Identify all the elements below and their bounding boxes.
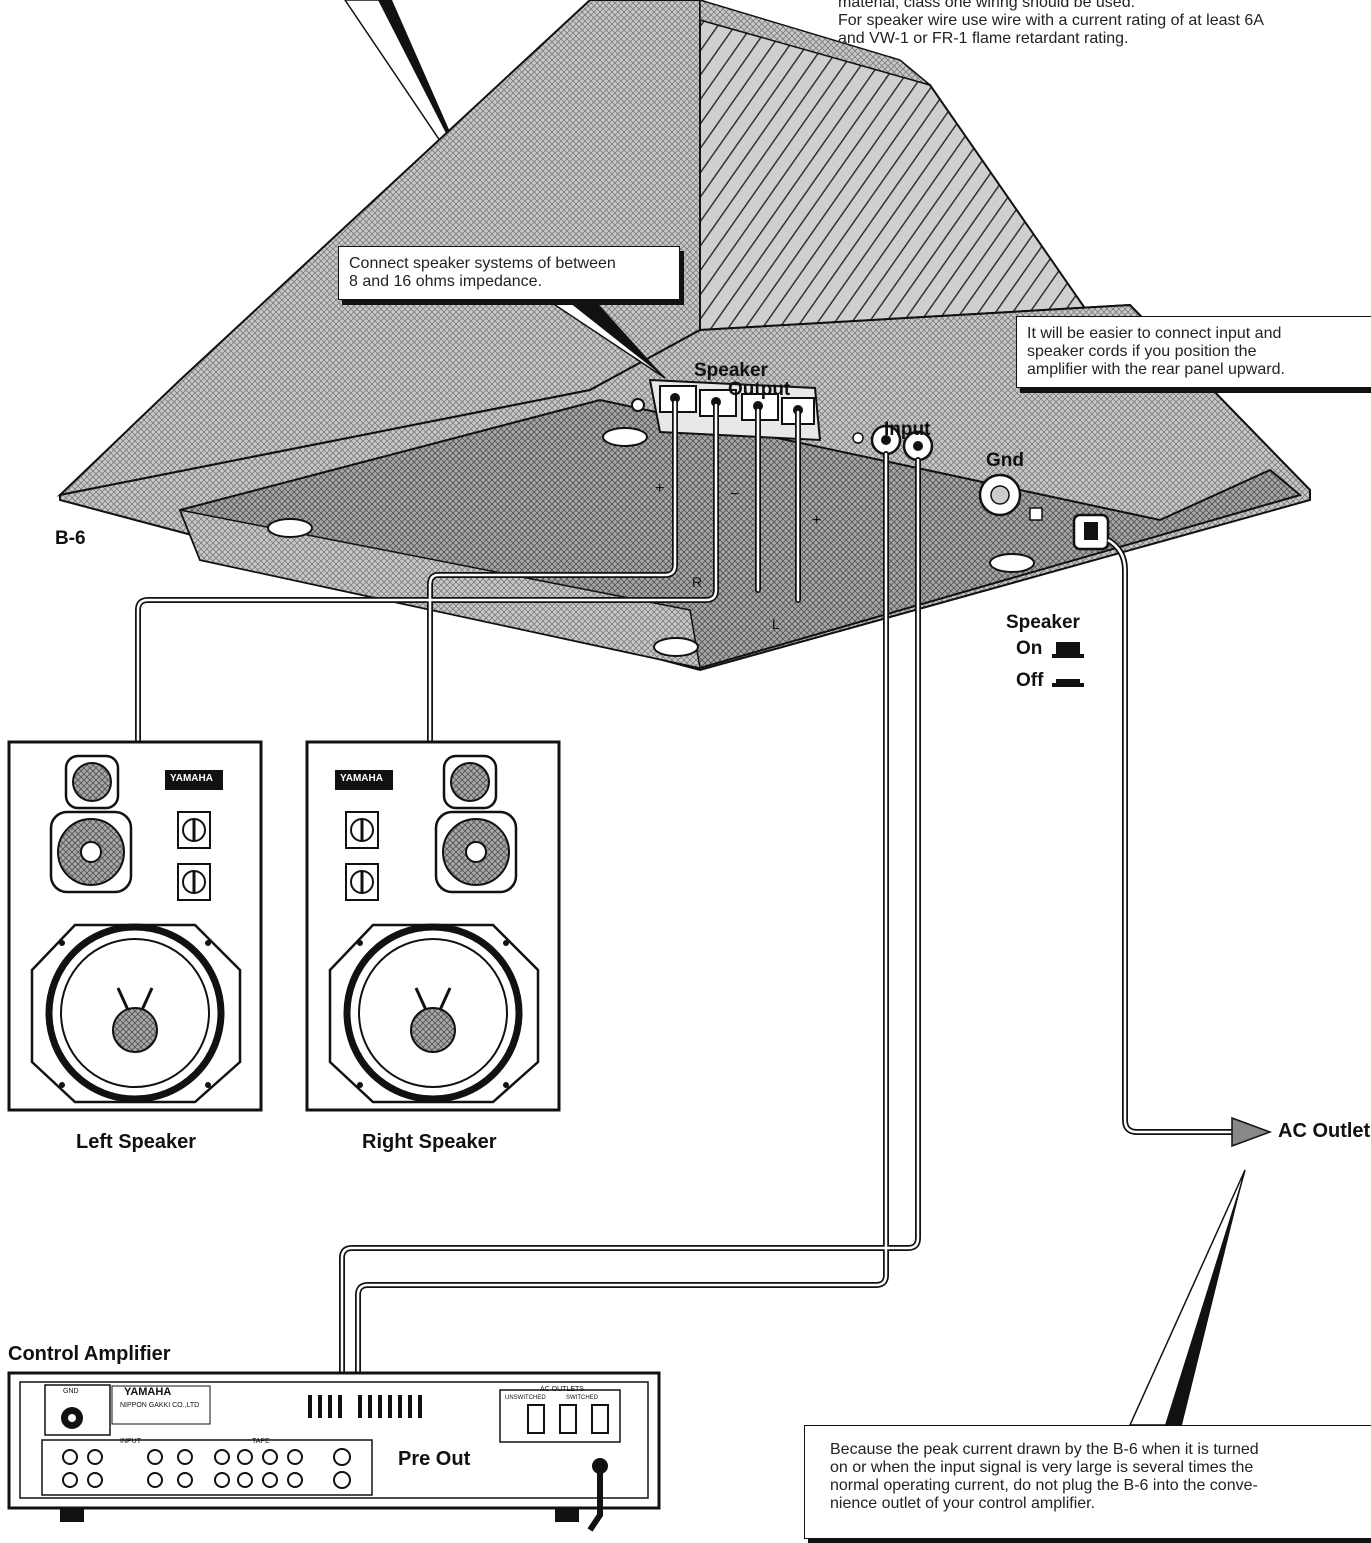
peak-current-callout: Because the peak current drawn by the B-… [804, 1425, 1371, 1539]
speaker-cables-inner [136, 400, 800, 742]
position-callout: It will be easier to connect input and s… [1016, 316, 1371, 388]
ac-cord [1106, 537, 1273, 1148]
control-amp-gnd: GND [63, 1388, 79, 1395]
peak-current-pointer [1128, 1169, 1246, 1426]
left-speaker-caption: Left Speaker [76, 1131, 197, 1153]
position-callout-line-3: amplifier with the rear panel upward. [1027, 361, 1285, 378]
speaker-output-label-1: Speaker [694, 360, 768, 381]
pre-out-label: Pre Out [398, 1448, 471, 1470]
top-note-line-2: For speaker wire use wire with a current… [838, 12, 1264, 29]
position-callout-line-1: It will be easier to connect input and [1027, 325, 1282, 342]
speaker-switch-on: On [1016, 638, 1043, 659]
control-amp-switched: SWITCHED [566, 1395, 598, 1401]
control-amp-ac-outlets: AC OUTLETS [540, 1386, 584, 1393]
ac-outlet-label: AC Outlet [1278, 1120, 1371, 1142]
control-amp-title: Control Amplifier [8, 1343, 171, 1365]
control-amp-input: INPUT [120, 1438, 141, 1445]
plus-label-r: + [655, 480, 665, 497]
speaker-switch-off: Off [1016, 670, 1044, 691]
impedance-callout-line-1: Connect speaker systems of between [349, 255, 616, 272]
control-amp-tape: TAPE [252, 1438, 270, 1445]
impedance-callout-line-2: 8 and 16 ohms impedance. [349, 273, 543, 290]
speaker-output-terminals [631, 378, 822, 442]
right-speaker-caption: Right Speaker [362, 1131, 497, 1153]
channel-l-label: L [772, 616, 780, 632]
model-label: B-6 [55, 528, 86, 549]
right-speaker [305, 740, 561, 1112]
control-amp-unswitched: UNSWITCHED [505, 1395, 546, 1401]
right-speaker-brand: YAMAHA [340, 773, 383, 784]
peak-current-line-3: normal operating current, do not plug th… [830, 1477, 1258, 1494]
gnd-label: Gnd [986, 450, 1024, 471]
control-amplifier [7, 1371, 661, 1532]
minus-label: − [730, 486, 740, 503]
top-note-line-3: and VW-1 or FR-1 flame retardant rating. [838, 30, 1129, 47]
left-speaker [7, 740, 263, 1112]
peak-current-line-4: nience outlet of your control amplifier. [830, 1495, 1096, 1512]
speaker-switch-icons [1052, 642, 1084, 687]
input-label: Input [884, 419, 931, 440]
left-speaker-brand: YAMAHA [170, 773, 213, 784]
power-cord-entry [1072, 513, 1110, 551]
position-callout-line-2: speaker cords if you position the [1027, 343, 1257, 360]
speaker-output-label-2: Output [728, 379, 791, 400]
top-wiring-note: material, class one wiring should be use… [838, 0, 1264, 48]
plus-label-l: + [812, 512, 822, 529]
peak-current-line-1: Because the peak current drawn by the B-… [830, 1441, 1259, 1458]
control-amp-brand: YAMAHA [124, 1386, 172, 1398]
control-amp-maker: NIPPON GAKKI CO.,LTD [120, 1402, 200, 1409]
channel-r-label: R [692, 574, 703, 590]
gnd-terminal [978, 473, 1043, 521]
top-note-line-1: material, class one wiring should be use… [838, 0, 1136, 11]
speaker-switch-title: Speaker [1006, 612, 1080, 633]
peak-current-line-2: on or when the input signal is very larg… [830, 1459, 1254, 1476]
impedance-callout: Connect speaker systems of between 8 and… [338, 246, 680, 300]
